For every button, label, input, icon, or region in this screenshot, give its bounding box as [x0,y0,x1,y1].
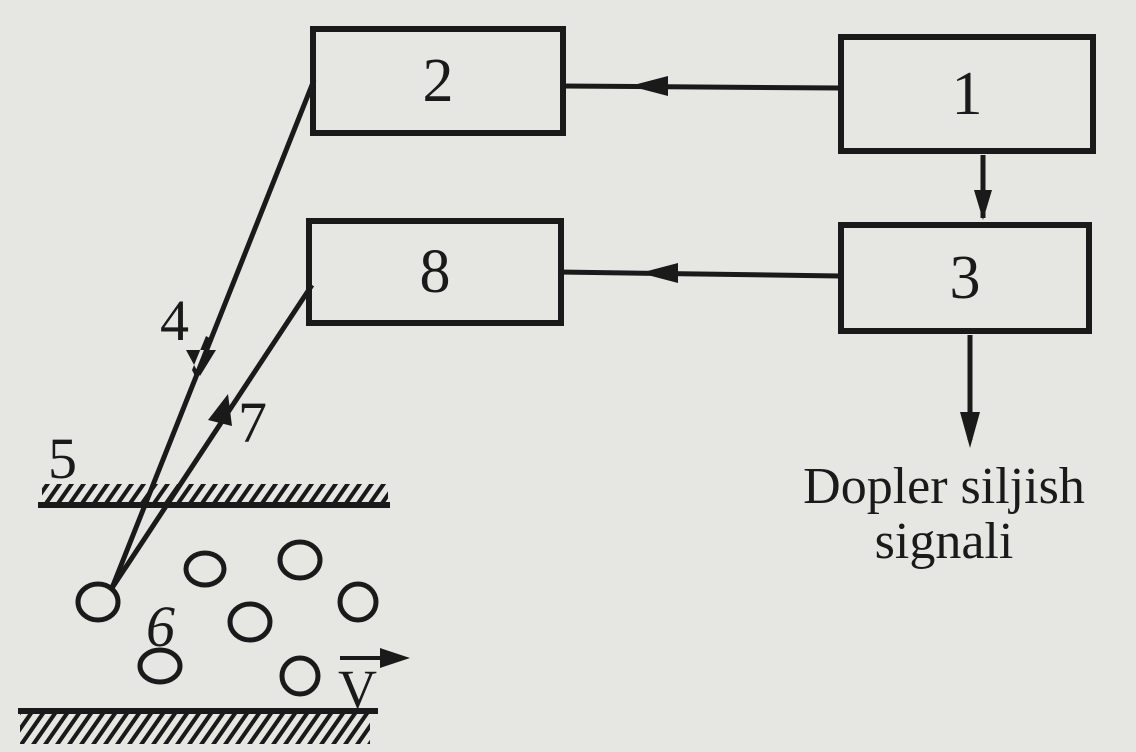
output-line-1: Dopler siljish [803,458,1085,515]
blood-particles [75,539,379,697]
block-1-label: 1 [951,60,983,128]
block-1-generator: 1 [838,34,1096,154]
block-3-mixer: 3 [838,222,1092,334]
particle [227,601,273,643]
block-8-label: 8 [419,238,451,306]
connector-3-to-8 [557,269,841,279]
block-2-transmitter: 2 [310,26,566,136]
arrowhead-1-to-3 [974,190,992,220]
label-6: 6 [146,594,175,659]
arrowhead-beam-7 [208,394,232,426]
output-line-2: signali [874,512,1014,570]
particle [137,647,183,685]
lower-wall-hatch [20,714,370,744]
particle [279,655,321,697]
velocity-arrowhead [380,648,410,668]
arrowhead-1-to-2 [630,76,668,96]
upper-wall-hatch [42,484,388,502]
block-2-label: 2 [422,47,454,115]
particle [183,550,227,588]
upper-wall-line [38,502,390,508]
label-4: 4 [160,288,189,353]
beam-4-incident [109,79,317,589]
particle [277,539,323,581]
block-8-receiver: 8 [306,218,564,326]
label-7: 7 [238,390,267,455]
output-signal-caption: Dopler siljish signali [752,458,1136,570]
arrowhead-beam-4 [186,336,216,378]
connector-1-to-2 [561,83,841,91]
arrowhead-3-to-8 [640,263,678,283]
particle [75,581,121,623]
beam-7-reflected [109,283,315,590]
lower-wall-line [18,708,378,714]
label-5: 5 [48,426,77,491]
arrowhead-output [960,412,980,448]
particle [337,581,379,623]
block-3-label: 3 [949,244,981,312]
velocity-label: V [338,659,377,719]
